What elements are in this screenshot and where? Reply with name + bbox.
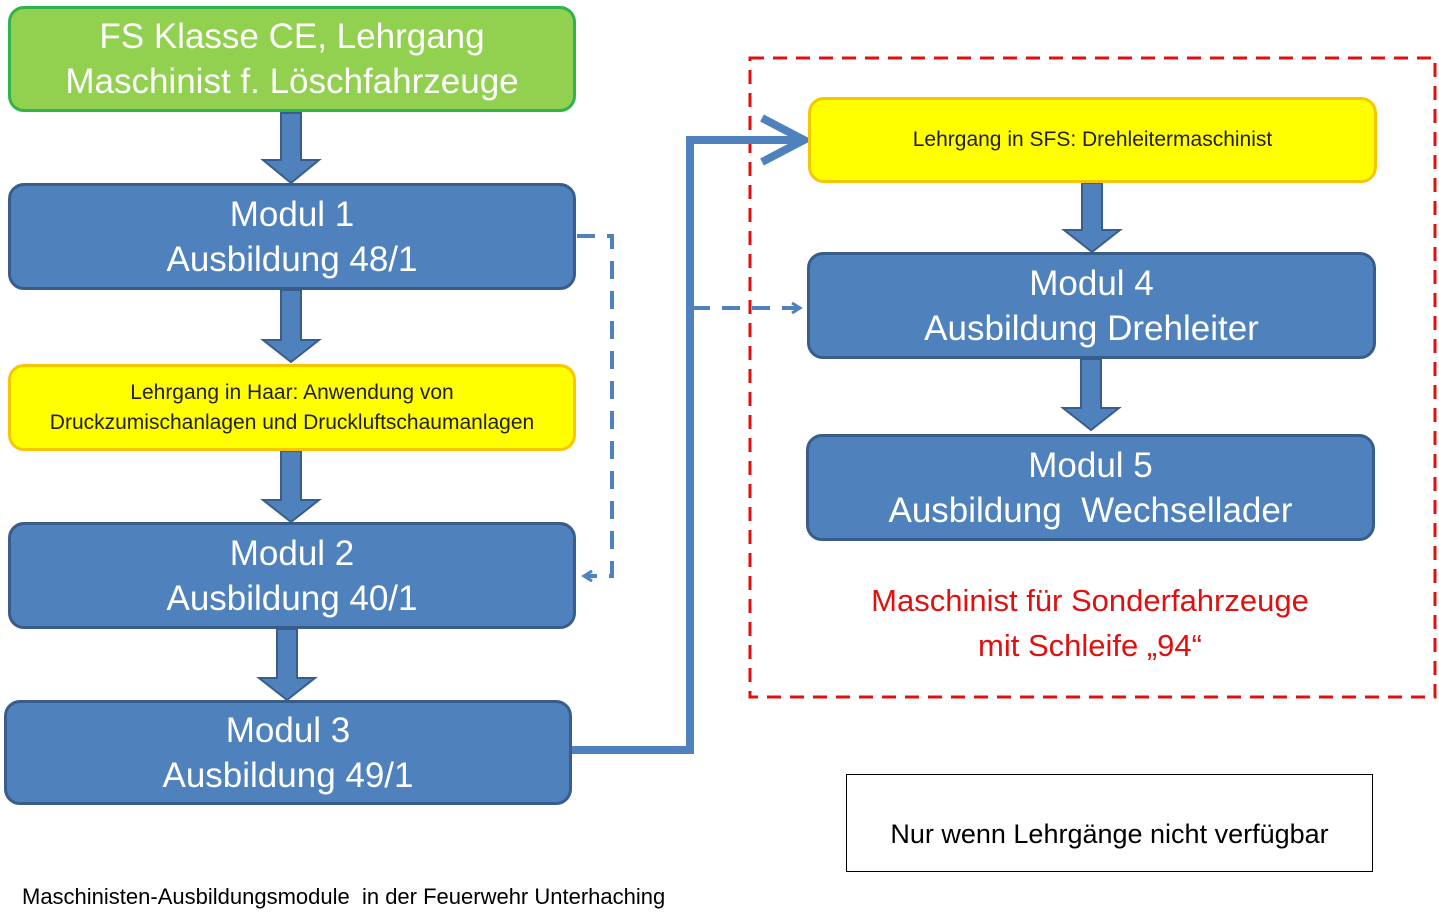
lehrgang-haar-line2: Druckzumischanlagen und Druckluftschauma…	[49, 410, 535, 434]
lehrgang-haar-node: Lehrgang in Haar: Anwendung von Druckzum…	[8, 364, 576, 451]
legend-text: Nur wenn Lehrgänge nicht verfügbar	[890, 819, 1329, 849]
modul1-title: Modul 1	[229, 194, 355, 234]
modul4-title: Modul 4	[1029, 263, 1154, 303]
modul5-subtitle: Ausbildung Wechsellader	[888, 490, 1293, 530]
modul4-subtitle: Ausbildung Drehleiter	[924, 308, 1259, 348]
arrow-sfs-to-modul4	[1061, 182, 1123, 254]
arrow-modul3-to-sfs-head	[760, 114, 813, 166]
modul2-node: Modul 2 Ausbildung 40/1	[8, 522, 576, 629]
dashed-arrow-modul1-to-modul2	[577, 234, 614, 576]
lehrgang-sfs-node: Lehrgang in SFS: Drehleitermaschinist	[808, 97, 1377, 183]
arrow-modul4-to-modul5	[1060, 358, 1122, 432]
modul3-title: Modul 3	[225, 710, 351, 750]
arrow-modul3-to-sfs	[572, 136, 796, 754]
arrow-modul2-to-modul3	[256, 628, 318, 702]
special-line2: mit Schleife „94“	[978, 628, 1202, 663]
modul2-title: Modul 2	[229, 533, 355, 573]
arrow-start-to-modul1	[260, 112, 322, 185]
lehrgang-haar-line1: Lehrgang in Haar: Anwendung von	[130, 380, 454, 404]
special-vehicle-label: Maschinist für Sonderfahrzeuge mit Schle…	[800, 578, 1380, 668]
arrow-modul1-to-haar	[260, 289, 322, 364]
special-vehicle-group-frame	[748, 56, 1437, 699]
arrow-haar-to-modul2	[260, 450, 322, 524]
modul5-node: Modul 5 Ausbildung Wechsellader	[806, 434, 1375, 541]
modul3-subtitle: Ausbildung 49/1	[162, 755, 414, 795]
start-node: FS Klasse CE, Lehrgang Maschinist f. Lös…	[8, 6, 576, 112]
lehrgang-sfs-line1: Lehrgang in SFS: Drehleitermaschinist	[912, 128, 1273, 151]
modul2-subtitle: Ausbildung 40/1	[166, 578, 418, 618]
figure-caption: Maschinisten-Ausbildungsmodule in der Fe…	[22, 884, 666, 909]
legend-box: Nur wenn Lehrgänge nicht verfügbar	[846, 774, 1373, 872]
start-line1: FS Klasse CE, Lehrgang	[99, 17, 485, 56]
modul3-node: Modul 3 Ausbildung 49/1	[4, 700, 572, 805]
modul4-node: Modul 4 Ausbildung Drehleiter	[807, 252, 1376, 359]
special-line1: Maschinist für Sonderfahrzeuge	[871, 583, 1309, 618]
modul1-node: Modul 1 Ausbildung 48/1	[8, 183, 576, 290]
start-line2: Maschinist f. Löschfahrzeuge	[65, 62, 519, 101]
modul5-title: Modul 5	[1028, 445, 1153, 485]
modul1-subtitle: Ausbildung 48/1	[166, 239, 418, 279]
